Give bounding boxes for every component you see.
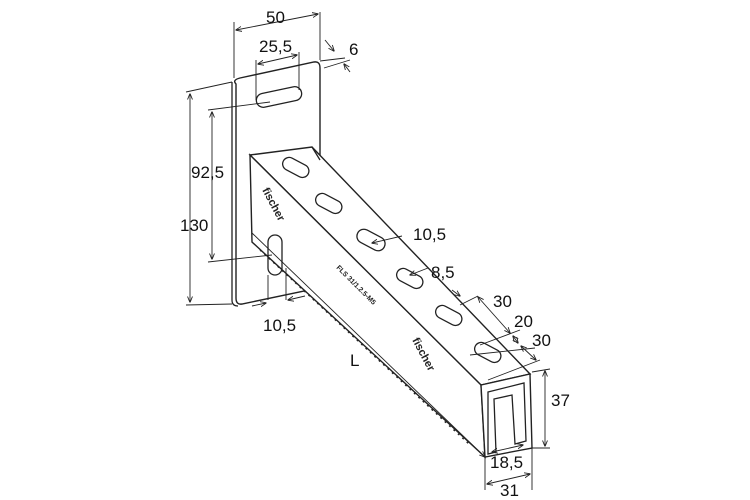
dim-slot-gap: 20 <box>514 312 533 331</box>
dimension-lines <box>185 12 551 490</box>
dim-top-slot-width: 10,5 <box>413 225 446 244</box>
dim-profile-width: 31 <box>500 481 519 500</box>
dim-slot-pitch-b: 30 <box>532 331 551 350</box>
dim-side-slot-width: 10,5 <box>263 316 296 335</box>
dim-slot-offset: 92,5 <box>191 163 224 182</box>
dim-plate-thickness: 6 <box>349 40 358 59</box>
dim-profile-height: 37 <box>551 391 570 410</box>
dimension-labels: 50 25,5 6 92,5 130 10,5 10,5 8,5 30 20 3… <box>180 8 570 500</box>
dim-length: L <box>350 351 359 370</box>
dim-profile-opening: 18,5 <box>490 453 523 472</box>
dim-slot-spacing: 25,5 <box>259 37 292 56</box>
dim-plate-height: 130 <box>180 216 208 235</box>
dim-plate-width: 50 <box>266 8 285 27</box>
dim-top-slot-height: 8,5 <box>431 263 455 282</box>
channel-profile: fischer fischer FLS 31/1.2.5-M5 <box>248 146 533 459</box>
plate-slot <box>255 86 303 108</box>
dim-slot-pitch-a: 30 <box>493 292 512 311</box>
